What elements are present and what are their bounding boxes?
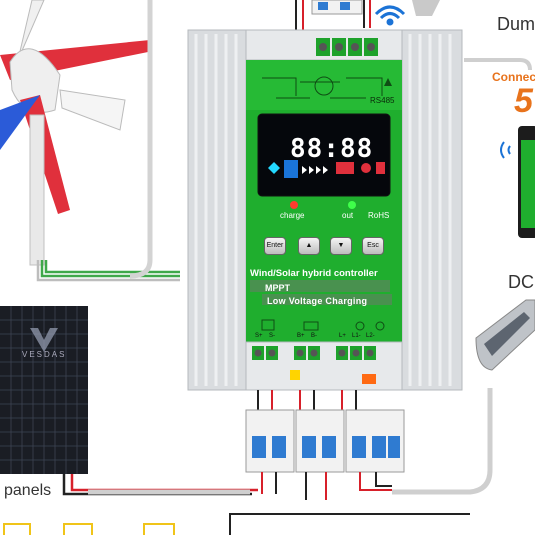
phone-image <box>500 126 535 238</box>
panels-label: panels <box>4 482 52 499</box>
breaker-group <box>245 409 405 473</box>
terminal-label: L1- <box>352 333 361 339</box>
load-cable <box>392 388 493 495</box>
lcd-left-icons <box>268 162 280 174</box>
terminal-label: L2- <box>366 333 375 339</box>
charge-led <box>290 201 298 209</box>
load-cable-top <box>464 58 532 71</box>
controller-title: Wind/Solar hybrid controller <box>250 268 378 279</box>
face-terminal-icons <box>261 319 385 331</box>
mppt-label: MPPT <box>265 283 291 293</box>
out-led <box>348 201 356 209</box>
bottom-terminals <box>252 346 376 360</box>
solar-panel <box>0 306 88 474</box>
terminal-label: B- <box>311 333 317 339</box>
rs485-label: RS485 <box>370 96 395 105</box>
orange-badge <box>362 374 376 384</box>
controller-heatsink-right <box>401 29 463 391</box>
dump-load-label: Dum <box>497 14 535 34</box>
breaker-wiring <box>257 390 357 412</box>
terminal-label: S+ <box>255 333 263 339</box>
terminal-label: S- <box>269 333 275 339</box>
esc-button[interactable]: Esc <box>362 237 384 255</box>
top-terminals <box>316 38 378 56</box>
lcd-lamp-icon <box>361 163 371 173</box>
wifi-icon <box>374 5 406 26</box>
rohs-label: RoHS <box>368 211 390 220</box>
bottom-wire <box>229 513 470 535</box>
subtitle-band <box>262 294 392 305</box>
controller-heatsink-left <box>187 29 247 391</box>
lcd-load-icon <box>376 162 385 174</box>
charge-led-label: charge <box>280 211 305 220</box>
warning-triangle-icon <box>290 370 300 380</box>
vesdas-watermark: VESDAS <box>22 350 67 359</box>
title-band <box>250 280 390 292</box>
lcd-digits: 88:88 <box>290 134 374 164</box>
terminal-label: L+ <box>339 333 346 339</box>
terminal-label: B+ <box>297 333 305 339</box>
connect-label: Connect <box>492 70 535 84</box>
lower-wiring <box>261 472 392 500</box>
street-lamp-image <box>475 299 535 371</box>
lcd-battery-icon <box>336 162 354 174</box>
vesdas-logo-mark <box>30 328 58 352</box>
up-button[interactable]: ▲ <box>298 237 320 255</box>
wind-turbine <box>0 0 150 266</box>
panel-wiring <box>62 474 258 496</box>
router-corner <box>412 0 440 16</box>
dc-label: DC <box>508 272 534 292</box>
turbine-wiring <box>36 0 180 282</box>
top-wiring <box>295 0 371 30</box>
down-button[interactable]: ▼ <box>330 237 352 255</box>
bottom-boxes <box>3 523 175 535</box>
controller-subtitle: Low Voltage Charging <box>267 296 368 306</box>
lcd-solar-icon <box>284 160 298 178</box>
connect-number: 5 <box>514 82 533 120</box>
enter-button[interactable]: Enter <box>264 237 286 255</box>
face-turbine-icon <box>314 76 334 96</box>
face-diagram-lines <box>262 77 383 99</box>
out-led-label: out <box>342 211 354 220</box>
